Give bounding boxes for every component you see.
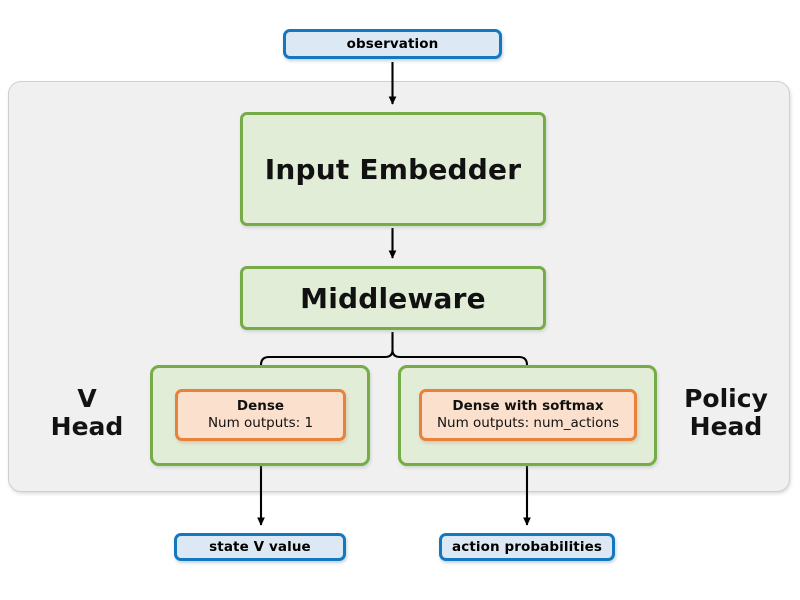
node-action-probabilities[interactable]: action probabilities [439,533,615,561]
observation-label: observation [346,36,439,52]
v-dense-subtitle: Num outputs: 1 [207,415,314,431]
state-v-value-label: state V value [209,539,311,555]
policy-head-caption: Policy Head [684,384,768,441]
node-policy-dense[interactable]: Dense with softmax Num outputs: num_acti… [419,389,637,441]
middleware-label: Middleware [300,281,486,315]
action-probabilities-label: action probabilities [452,539,602,555]
node-state-v-value[interactable]: state V value [174,533,346,561]
input-embedder-label: Input Embedder [264,152,522,186]
node-middleware[interactable]: Middleware [240,266,546,330]
node-input-embedder[interactable]: Input Embedder [240,112,546,226]
policy-dense-title: Dense with softmax [452,398,604,415]
node-observation[interactable]: observation [283,29,502,59]
node-v-dense[interactable]: Dense Num outputs: 1 [175,389,346,441]
v-dense-title: Dense [236,398,285,415]
policy-dense-subtitle: Num outputs: num_actions [436,415,620,431]
v-head-caption: V Head [50,384,124,441]
